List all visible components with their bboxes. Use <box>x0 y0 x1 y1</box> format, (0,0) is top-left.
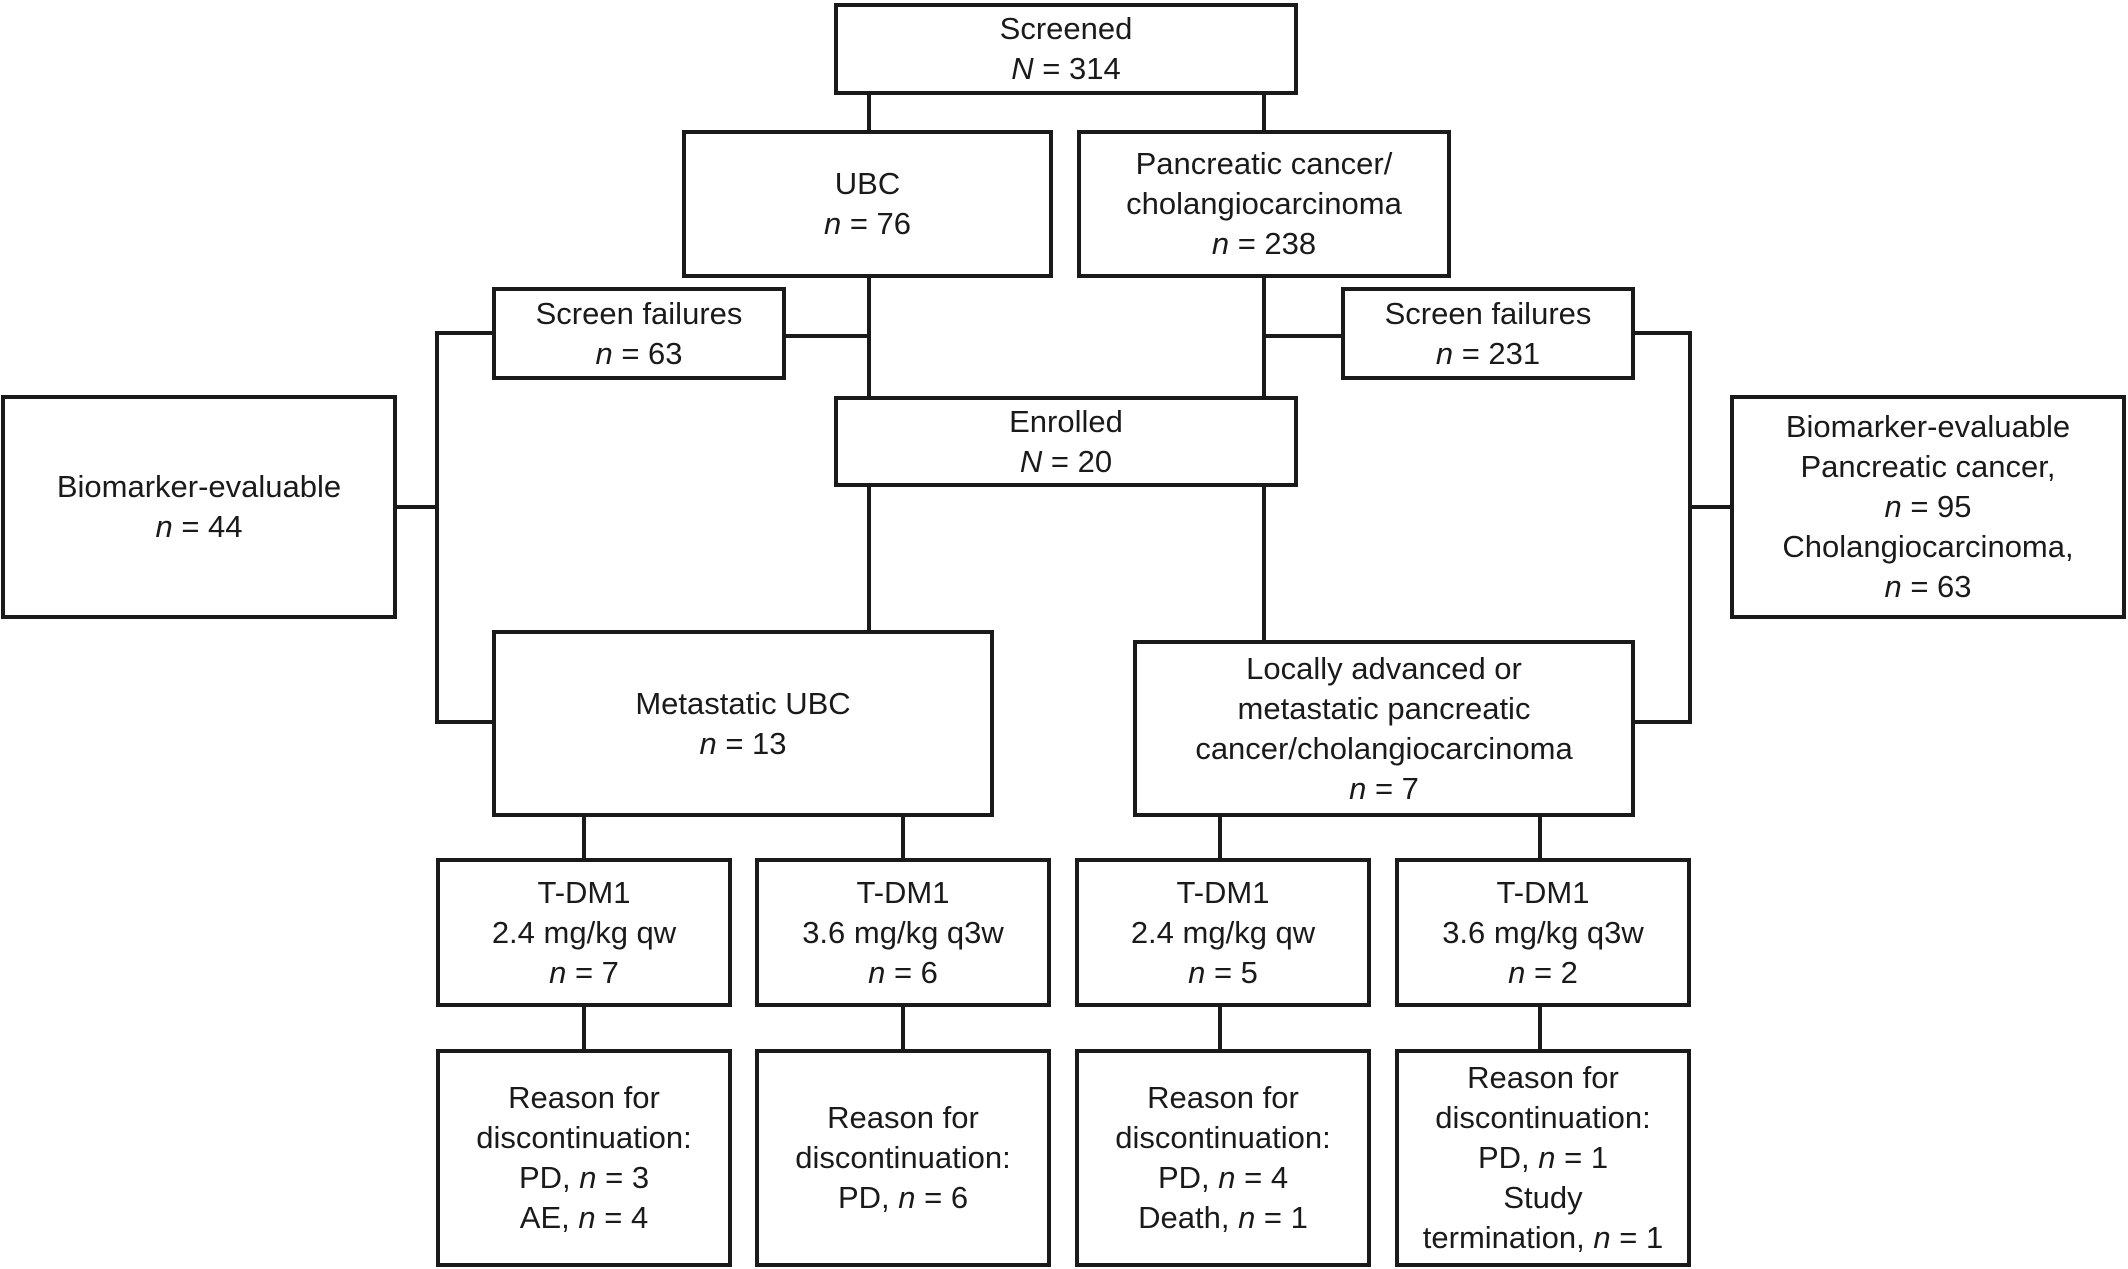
biomarker-right-line2: Pancreatic cancer, <box>1800 449 2056 484</box>
arm-drug: T-DM1 <box>537 874 631 910</box>
metastatic-ubc-count: n = 13 <box>699 725 787 761</box>
biomarker-evaluable-left-box: Biomarker-evaluable n = 44 <box>1 395 397 619</box>
reason-item: PD, n = 3 <box>518 1160 650 1195</box>
reason-line2: discontinuation: <box>476 1120 692 1155</box>
ubc-label: UBC <box>834 166 901 201</box>
locally-advanced-box: Locally advanced or metastatic pancreati… <box>1133 640 1635 817</box>
reason-box: Reason for discontinuation: PD, n = 1 St… <box>1395 1049 1691 1267</box>
arm-count: n = 6 <box>868 954 938 990</box>
locally-advanced-line1: Locally advanced or <box>1246 650 1522 686</box>
screened-box: Screened N = 314 <box>834 3 1298 95</box>
arm-drug: T-DM1 <box>856 874 950 910</box>
metastatic-ubc-box: Metastatic UBC n = 13 <box>492 630 994 817</box>
biomarker-right-count2: n = 63 <box>1884 569 1972 604</box>
screen-failures-right-count: n = 231 <box>1435 335 1541 371</box>
arm-box: T-DM1 2.4 mg/kg qw n = 5 <box>1075 858 1371 1007</box>
reason-item: PD, n = 4 <box>1157 1160 1289 1195</box>
enrolled-box: Enrolled N = 20 <box>834 396 1298 487</box>
pancreatic-label-line2: cholangiocarcinoma <box>1126 186 1402 221</box>
locally-advanced-count: n = 7 <box>1349 770 1419 806</box>
screen-failures-left-label: Screen failures <box>535 295 743 331</box>
reason-line2: discontinuation: <box>1115 1120 1331 1155</box>
reason-line2: discontinuation: <box>1435 1100 1651 1135</box>
biomarker-left-label: Biomarker-evaluable <box>56 469 342 504</box>
screen-failures-right-label: Screen failures <box>1384 295 1592 331</box>
reason-line1: Reason for <box>1467 1060 1619 1095</box>
screened-label: Screened <box>999 11 1133 46</box>
reason-box: Reason for discontinuation: PD, n = 3 AE… <box>436 1049 732 1267</box>
reason-item: AE, n = 4 <box>519 1200 649 1235</box>
screened-count: N = 314 <box>1011 51 1121 86</box>
arm-dose: 3.6 mg/kg q3w <box>1442 914 1644 950</box>
arm-drug: T-DM1 <box>1176 874 1270 910</box>
reason-item-line: Study <box>1503 1180 1583 1215</box>
arm-drug: T-DM1 <box>1496 874 1590 910</box>
pancreatic-box: Pancreatic cancer/ cholangiocarcinoma n … <box>1077 130 1451 278</box>
arm-dose: 3.6 mg/kg q3w <box>802 914 1004 950</box>
biomarker-right-line1: Biomarker-evaluable <box>1785 409 2071 444</box>
bracket-biomarker-right <box>1635 331 1692 724</box>
arm-count: n = 2 <box>1508 954 1578 990</box>
arm-count: n = 5 <box>1188 954 1258 990</box>
bracket-biomarker-left <box>435 331 493 724</box>
biomarker-left-count: n = 44 <box>155 509 243 544</box>
pancreatic-label-line1: Pancreatic cancer/ <box>1135 146 1393 181</box>
enrolled-label: Enrolled <box>1009 403 1123 439</box>
reason-box: Reason for discontinuation: PD, n = 4 De… <box>1075 1049 1371 1267</box>
biomarker-right-line4: Cholangiocarcinoma, <box>1782 529 2074 564</box>
arm-box: T-DM1 3.6 mg/kg q3w n = 6 <box>755 858 1051 1007</box>
arm-box: T-DM1 3.6 mg/kg q3w n = 2 <box>1395 858 1691 1007</box>
reason-item: PD, n = 1 <box>1477 1140 1609 1175</box>
biomarker-right-count1: n = 95 <box>1884 489 1972 524</box>
reason-line1: Reason for <box>1147 1080 1299 1115</box>
arm-dose: 2.4 mg/kg qw <box>1130 914 1316 950</box>
biomarker-evaluable-right-box: Biomarker-evaluable Pancreatic cancer, n… <box>1730 395 2126 619</box>
metastatic-ubc-label: Metastatic UBC <box>635 685 851 721</box>
arm-box: T-DM1 2.4 mg/kg qw n = 7 <box>436 858 732 1007</box>
screen-failures-left-box: Screen failures n = 63 <box>492 287 786 380</box>
ubc-count: n = 76 <box>823 206 912 241</box>
reason-line1: Reason for <box>827 1100 979 1135</box>
reason-box: Reason for discontinuation: PD, n = 6 <box>755 1049 1051 1267</box>
reason-line1: Reason for <box>508 1080 660 1115</box>
enrolled-count: N = 20 <box>1019 443 1113 479</box>
ubc-box: UBC n = 76 <box>682 130 1053 278</box>
reason-line2: discontinuation: <box>795 1140 1011 1175</box>
reason-item: Death, n = 1 <box>1138 1200 1308 1235</box>
screen-failures-left-count: n = 63 <box>595 335 683 371</box>
locally-advanced-line2: metastatic pancreatic <box>1237 690 1531 726</box>
screen-failures-right-box: Screen failures n = 231 <box>1341 287 1635 380</box>
pancreatic-count: n = 238 <box>1211 226 1317 261</box>
arm-count: n = 7 <box>549 954 619 990</box>
arm-dose: 2.4 mg/kg qw <box>491 914 677 950</box>
reason-item: termination, n = 1 <box>1422 1220 1664 1255</box>
locally-advanced-line3: cancer/cholangiocarcinoma <box>1195 730 1573 766</box>
reason-item: PD, n = 6 <box>837 1180 969 1215</box>
